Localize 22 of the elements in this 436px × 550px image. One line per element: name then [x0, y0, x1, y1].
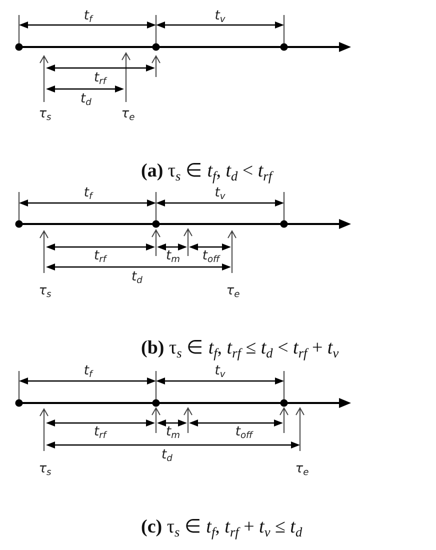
duration-label: t$_{m}$	[166, 426, 180, 438]
duration-label: t$_{off}$	[235, 426, 253, 438]
duration-label: t$_{f}$	[84, 186, 92, 200]
duration-label: t$_{rf}$	[94, 72, 106, 84]
duration-label: t$_{v}$	[214, 364, 226, 378]
duration-label: t$_{v}$	[214, 186, 226, 200]
duration-label: t$_{d}$	[162, 448, 172, 462]
duration-label: t$_{v}$	[214, 10, 226, 22]
event-time-label: τ$_{e}$	[226, 284, 240, 298]
event-time-label: τ$_{s}$	[38, 108, 52, 120]
duration-label: t$_{d}$	[132, 270, 142, 284]
event-time-label: τ$_{e}$	[295, 462, 309, 476]
duration-label: t$_{m}$	[166, 250, 180, 262]
event-time-label: τ$_{e}$	[121, 108, 135, 120]
duration-label: t$_{f}$	[84, 10, 92, 22]
event-time-label: τ$_{s}$	[38, 462, 52, 476]
duration-label: t$_{f}$	[84, 364, 92, 378]
duration-label: t$_{d}$	[80, 92, 92, 106]
event-time-label: τ$_{s}$	[38, 284, 52, 298]
duration-label: t$_{rf}$	[94, 250, 106, 262]
duration-label: t$_{rf}$	[94, 426, 106, 438]
duration-label: t$_{off}$	[202, 250, 220, 262]
